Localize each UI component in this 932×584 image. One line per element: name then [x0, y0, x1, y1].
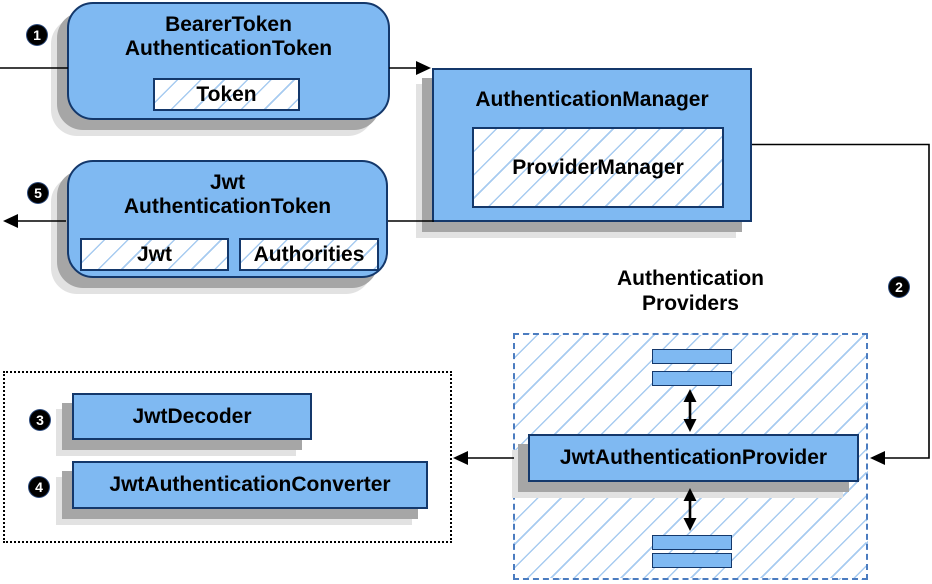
jwt-authentication-token-node: Jwt AuthenticationToken Jwt Authorities — [67, 160, 388, 278]
token-field: Token — [153, 78, 300, 111]
provider-placeholder-bar — [652, 349, 732, 364]
step-1-badge: 1 — [27, 25, 47, 45]
bearer-token-authentication-token-node: BearerToken AuthenticationToken Token — [67, 2, 390, 120]
step-5-badge: 5 — [28, 183, 48, 203]
authentication-providers-label-line1: Authentication — [617, 267, 764, 290]
jwt-field-label: Jwt — [136, 242, 172, 266]
provider-manager-field: ProviderManager — [472, 127, 724, 208]
jwt-token-title-line2: AuthenticationToken — [123, 195, 332, 218]
flow-5-response-arrow — [3, 214, 66, 228]
authentication-manager-title: AuthenticationManager — [475, 88, 709, 111]
bearer-token-title-line1: BearerToken — [165, 13, 292, 36]
jwt-decoder-title: JwtDecoder — [132, 404, 252, 428]
token-field-label: Token — [196, 82, 257, 106]
jwt-decoder-node: JwtDecoder — [72, 393, 312, 440]
jwt-token-title: Jwt AuthenticationToken — [69, 171, 386, 219]
provider-manager-field-label: ProviderManager — [512, 155, 684, 179]
authorities-field: Authorities — [239, 238, 379, 271]
bearer-to-manager-arrow — [389, 61, 431, 75]
jwt-field: Jwt — [80, 238, 229, 271]
bearer-token-title: BearerToken AuthenticationToken — [69, 13, 388, 61]
provider-placeholder-bar — [652, 535, 732, 550]
authentication-providers-label: Authentication Providers — [513, 266, 868, 316]
authorities-field-label: Authorities — [253, 242, 365, 266]
step-3-badge: 3 — [30, 410, 50, 430]
authentication-manager-node: AuthenticationManager ProviderManager — [432, 68, 752, 222]
authentication-providers-label-line2: Providers — [642, 292, 739, 315]
provider-placeholder-bar — [652, 371, 732, 386]
bearer-token-title-line2: AuthenticationToken — [124, 37, 333, 60]
jwt-token-title-line1: Jwt — [209, 171, 245, 194]
jwt-authentication-provider-node: JwtAuthenticationProvider — [528, 434, 859, 482]
provider-to-tools-arrow — [453, 451, 514, 465]
jwt-authentication-converter-title: JwtAuthenticationConverter — [109, 473, 391, 496]
jwt-authentication-converter-node: JwtAuthenticationConverter — [72, 461, 428, 509]
step-2-badge: 2 — [889, 277, 909, 297]
jwt-authentication-provider-title: JwtAuthenticationProvider — [559, 446, 828, 469]
step-4-badge: 4 — [29, 477, 49, 497]
provider-placeholder-bar — [652, 553, 732, 568]
